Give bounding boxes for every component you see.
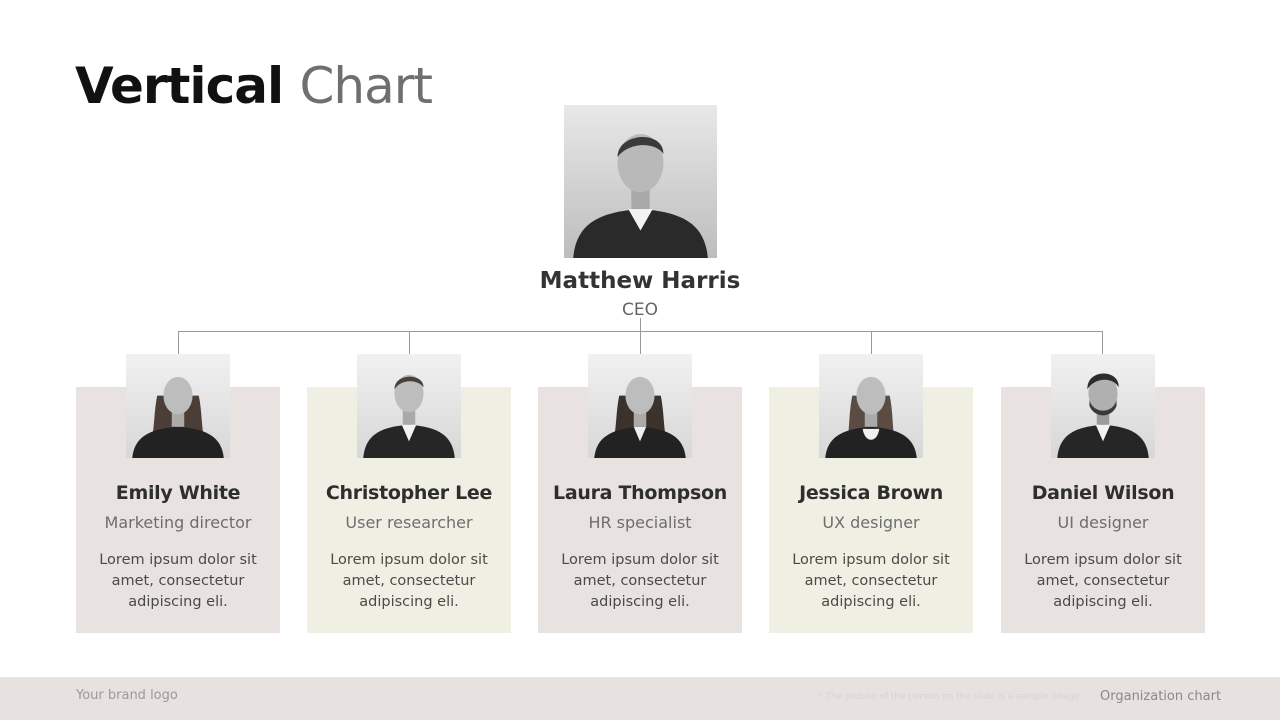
member-description: Lorem ipsum dolor sit amet, consectetur … [330, 552, 488, 610]
member-description: Lorem ipsum dolor sit amet, consectetur … [792, 552, 950, 610]
ceo-name: Matthew Harris [539, 268, 741, 294]
connector-vertical [409, 331, 410, 355]
team-card: Daniel Wilson UI designer Lorem ipsum do… [1001, 354, 1205, 633]
connector-vertical [1102, 331, 1103, 355]
person-silhouette-icon [132, 376, 224, 458]
person-silhouette-icon [1057, 373, 1149, 458]
footer-bar [0, 677, 1280, 720]
connector-vertical [640, 318, 641, 355]
team-card: Christopher Lee User researcher Lorem ip… [307, 354, 511, 633]
person-silhouette-icon [363, 374, 455, 458]
title-word-1: Vertical [75, 57, 284, 115]
ceo-role: CEO [622, 300, 658, 320]
member-name: Daniel Wilson [1031, 482, 1175, 504]
page-title: Vertical Chart [75, 56, 433, 116]
person-silhouette-icon [594, 376, 686, 458]
member-name: Christopher Lee [325, 482, 493, 504]
member-photo [126, 354, 230, 458]
ceo-photo [564, 105, 717, 258]
member-name: Jessica Brown [799, 482, 943, 504]
member-role: UX designer [822, 513, 920, 532]
footer-label: Organization chart [1100, 689, 1222, 704]
connector-vertical [178, 331, 179, 355]
title-word-2: Chart [299, 57, 433, 115]
member-name: Emily White [115, 482, 241, 504]
member-role: UI designer [1057, 513, 1149, 532]
connector-vertical [871, 331, 872, 355]
member-description: Lorem ipsum dolor sit amet, consectetur … [99, 552, 257, 610]
member-role: Marketing director [104, 513, 252, 532]
person-silhouette-icon [573, 134, 708, 258]
member-role: User researcher [345, 513, 473, 532]
team-card: Emily White Marketing director Lorem ips… [76, 354, 280, 633]
member-photo [819, 354, 923, 458]
member-description: Lorem ipsum dolor sit amet, consectetur … [561, 552, 719, 610]
person-silhouette-icon [825, 376, 917, 458]
member-photo [357, 354, 461, 458]
sample-image-note: * The picture of the person on the slide… [818, 692, 1080, 702]
team-card: Jessica Brown UX designer Lorem ipsum do… [769, 354, 973, 633]
member-name: Laura Thompson [553, 482, 727, 504]
member-photo [588, 354, 692, 458]
member-description: Lorem ipsum dolor sit amet, consectetur … [1024, 552, 1182, 610]
brand-logo-placeholder: Your brand logo [76, 688, 178, 703]
team-card: Laura Thompson HR specialist Lorem ipsum… [538, 354, 742, 633]
member-role: HR specialist [588, 513, 692, 532]
member-photo [1051, 354, 1155, 458]
